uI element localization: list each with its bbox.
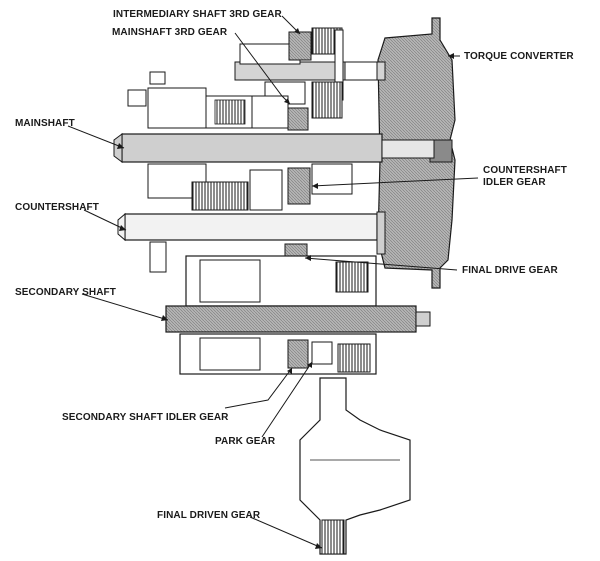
mainshaft-3rd-gear — [287, 107, 309, 131]
secondary-shaft-idler-gear-label: SECONDARY SHAFT IDLER GEAR — [62, 412, 229, 423]
final-driven-gear — [321, 519, 345, 555]
countershaft-idler-gear-label-line2: IDLER GEAR — [483, 177, 546, 188]
intermediary-shaft-3rd-gear-label: INTERMEDIARY SHAFT 3RD GEAR — [113, 9, 282, 20]
intermediary-3rd-gear — [288, 31, 312, 61]
differential-assembly — [299, 377, 411, 555]
countershaft-label: COUNTERSHAFT — [15, 202, 99, 213]
mainshaft-3rd-gear-label: MAINSHAFT 3RD GEAR — [112, 27, 228, 38]
mainshaft-assembly — [113, 71, 435, 211]
countershaft-idler-gear-label-line1: COUNTERSHAFT — [483, 165, 567, 176]
leader-lines — [67, 15, 479, 549]
leader-arrowheads — [117, 28, 454, 549]
park-gear-label: PARK GEAR — [215, 436, 276, 447]
secondary-shaft-label: SECONDARY SHAFT — [15, 287, 116, 298]
torque-converter-label: TORQUE CONVERTER — [464, 51, 574, 62]
secondary-shaft-body — [165, 305, 417, 333]
park-gear — [311, 341, 333, 365]
secondary-shaft-idler-gear — [287, 339, 309, 369]
final-drive-gear-label: FINAL DRIVE GEAR — [462, 265, 558, 276]
secondary-shaft-assembly — [165, 255, 431, 375]
mainshaft-label: MAINSHAFT — [15, 118, 75, 129]
mainshaft-body — [121, 133, 383, 163]
final-driven-gear-label: FINAL DRIVEN GEAR — [157, 510, 261, 521]
countershaft-idler-gear — [287, 167, 311, 205]
